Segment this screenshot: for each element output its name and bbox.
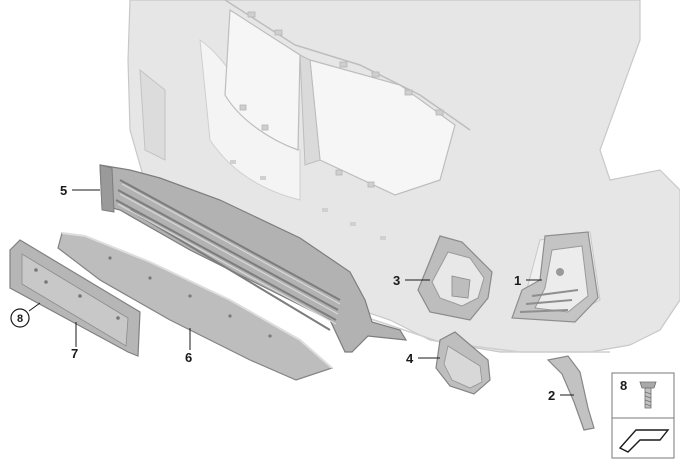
part-2-small-strip [546,355,595,431]
part-5-lower-grille [99,164,408,353]
part-7-plate-holder [9,239,141,357]
callout-8-circle [10,308,30,328]
callout-2: 2 [548,388,555,403]
legend-box: 8 [611,372,675,459]
callouts: 1 2 3 4 5 6 7 8 [10,183,555,403]
callout-3: 3 [393,273,400,288]
arrow-icon [618,429,670,453]
legend-number: 8 [620,378,627,393]
leader-lines [28,189,574,396]
callout-1: 1 [514,273,521,288]
callout-4: 4 [406,351,414,366]
part-6-lower-strip [57,232,334,381]
callout-8: 8 [17,313,23,325]
callout-7: 7 [71,346,78,361]
part-3-left-trim-frame [417,235,493,321]
screw-icon [639,381,657,409]
callout-6: 6 [185,350,192,365]
part-1-right-trim-frame [511,231,599,323]
part-4-trim-piece [435,331,491,395]
callout-5: 5 [60,183,67,198]
